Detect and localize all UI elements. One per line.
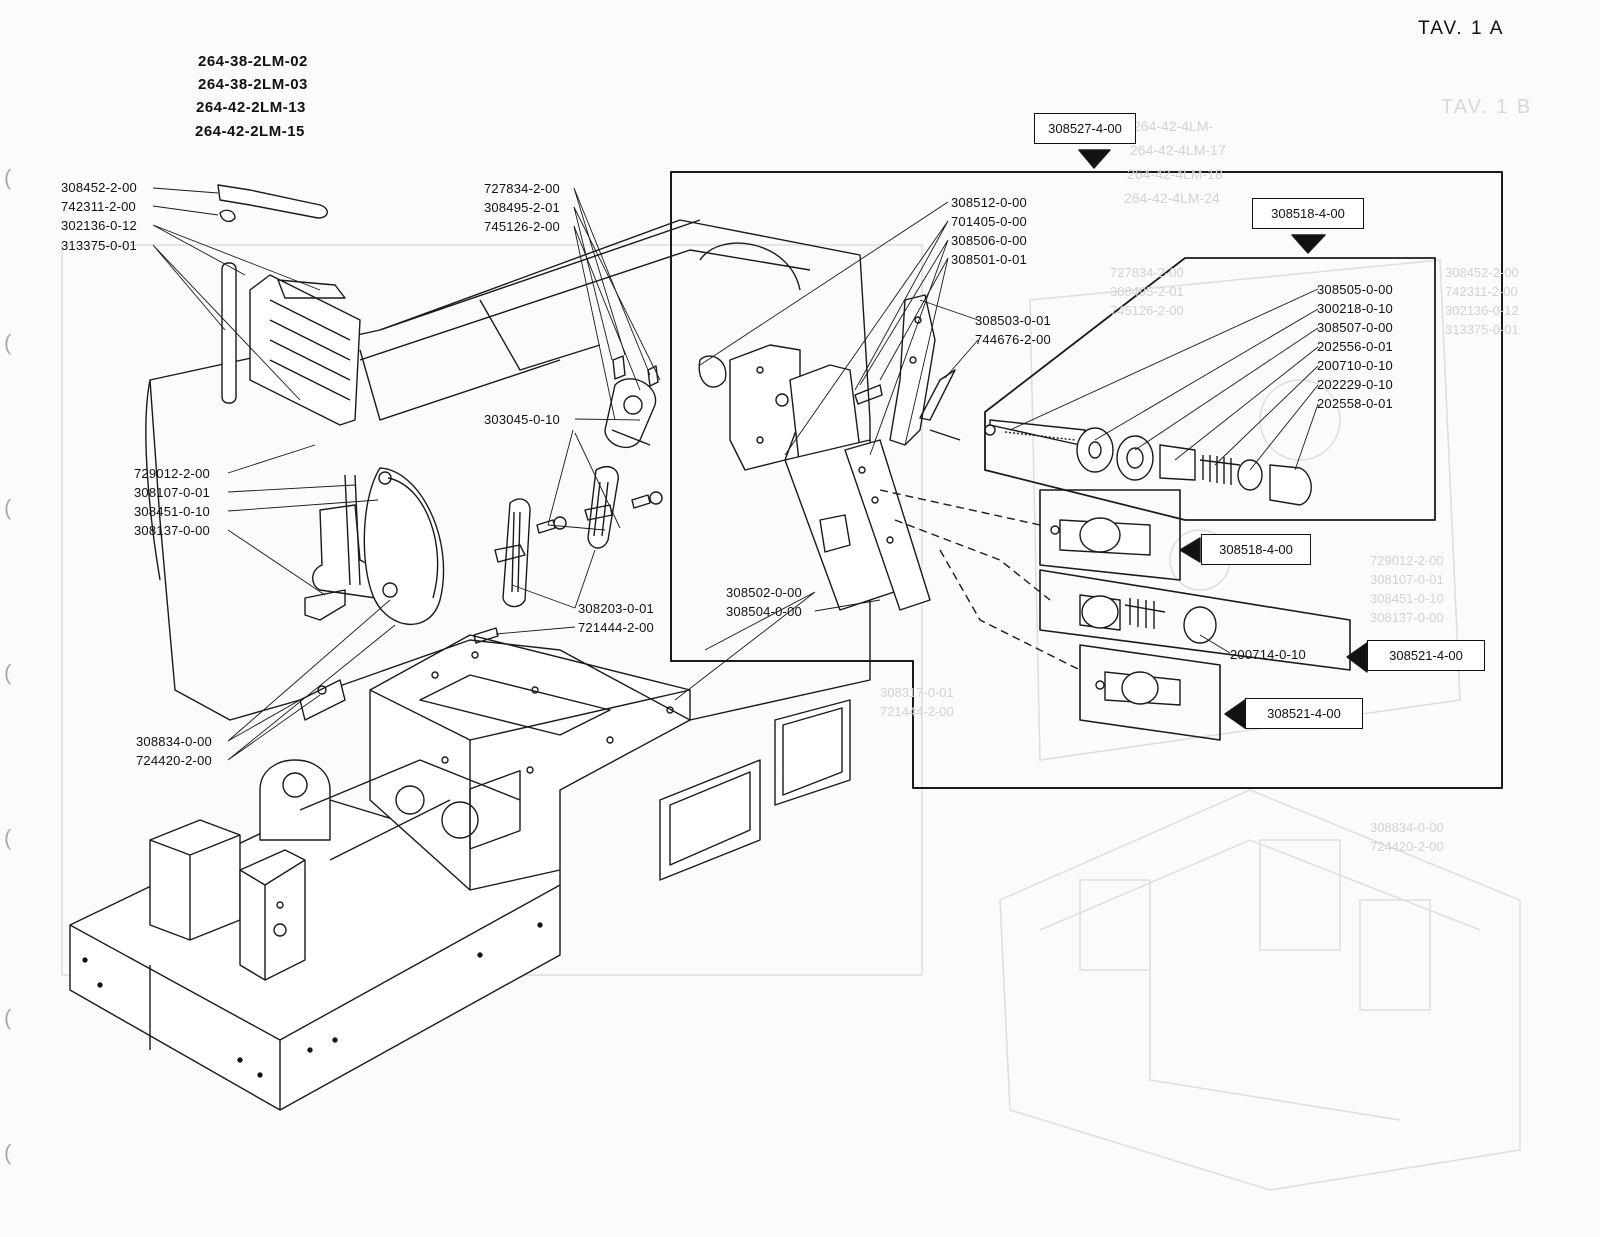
model-number: 264-42-2LM-13 — [196, 99, 306, 116]
ghost-label: 308451-0-10 — [1370, 591, 1444, 606]
ghost-label: 729012-2-00 — [1370, 553, 1444, 568]
ghost-label: 302136-0-12 — [1445, 303, 1519, 318]
assembly-number-box: 308518-4-00 — [1252, 198, 1364, 229]
part-label: 200714-0-10 — [1230, 647, 1306, 662]
ghost-label: 721444-2-00 — [880, 704, 954, 719]
ghost-label: 742311-2-00 — [1445, 284, 1518, 299]
part-label: 308507-0-00 — [1317, 320, 1393, 335]
part-label: 202558-0-01 — [1317, 396, 1393, 411]
assembly-number-box: 308518-4-00 — [1201, 534, 1311, 565]
part-label: 308502-0-00 — [726, 585, 802, 600]
binder-hole-mark: ( — [4, 330, 12, 355]
binder-hole-mark: ( — [4, 495, 12, 520]
assembly-number-box: 308521-4-00 — [1367, 640, 1485, 671]
part-label: 727834-2-00 — [484, 181, 560, 196]
binder-hole-mark: ( — [4, 165, 12, 190]
part-label: 701405-0-00 — [951, 214, 1027, 229]
part-label: 308501-0-01 — [951, 252, 1027, 267]
ghost-label: 308137-0-00 — [1370, 610, 1444, 625]
part-label: 308503-0-01 — [975, 313, 1051, 328]
ghost-label: 313375-0-01 — [1445, 322, 1519, 337]
part-label: 308451-0-10 — [134, 504, 210, 519]
plate-number: TAV. 1 A — [1418, 18, 1505, 39]
part-label: 308137-0-00 — [134, 523, 210, 538]
model-number: 264-38-2LM-02 — [198, 53, 308, 70]
assembly-number-box: 308527-4-00 — [1034, 113, 1136, 144]
part-label: 308506-0-00 — [951, 233, 1027, 248]
part-label: 202229-0-10 — [1317, 377, 1393, 392]
part-label: 308495-2-01 — [484, 200, 560, 215]
ghost-plate-title: TAV. 1 B — [1441, 96, 1533, 118]
model-number: 264-38-2LM-03 — [198, 76, 308, 93]
part-label: 308452-2-00 — [61, 180, 137, 195]
assembly-number-box: 308521-4-00 — [1245, 698, 1363, 729]
part-label: 202556-0-01 — [1317, 339, 1393, 354]
part-label: 308505-0-00 — [1317, 282, 1393, 297]
part-label: 302136-0-12 — [61, 218, 137, 233]
part-label: 308107-0-01 — [134, 485, 210, 500]
part-label: 729012-2-00 — [134, 466, 210, 481]
binder-hole-mark: ( — [4, 1005, 12, 1030]
binder-hole-mark: ( — [4, 825, 12, 850]
ghost-model: 264-42-4LM-17 — [1130, 142, 1226, 158]
part-label: 745126-2-00 — [484, 219, 560, 234]
ghost-label: 308107-0-01 — [1370, 572, 1444, 587]
part-label: 200710-0-10 — [1317, 358, 1393, 373]
part-label: 300218-0-10 — [1317, 301, 1393, 316]
part-label: 308504-0-00 — [726, 604, 802, 619]
part-label: 742311-2-00 — [61, 199, 136, 214]
part-label: 308203-0-01 — [578, 601, 654, 616]
model-number: 264-42-2LM-15 — [195, 123, 305, 140]
ghost-label: 308317-0-01 — [880, 685, 954, 700]
part-label: 744676-2-00 — [975, 332, 1051, 347]
part-label: 303045-0-10 — [484, 412, 560, 427]
ghost-model: 264-42-4LM-18 — [1127, 166, 1223, 182]
ghost-model: 264-42-4LM- — [1133, 118, 1214, 134]
part-label: 313375-0-01 — [61, 238, 137, 253]
binder-hole-mark: ( — [4, 660, 12, 685]
ghost-label: 727834-2-00 — [1110, 265, 1184, 280]
ghost-model: 264-42-4LM-24 — [1124, 190, 1220, 206]
part-label: 308512-0-00 — [951, 195, 1027, 210]
ghost-label: 724420-2-00 — [1370, 839, 1444, 854]
ghost-label: 308495-2-01 — [1110, 284, 1184, 299]
ghost-label: 308452-2-00 — [1445, 265, 1519, 280]
part-label: 721444-2-00 — [578, 620, 654, 635]
binder-hole-mark: ( — [4, 1140, 12, 1165]
ghost-label: 745126-2-00 — [1110, 303, 1184, 318]
part-label: 308834-0-00 — [136, 734, 212, 749]
ghost-label: 308834-0-00 — [1370, 820, 1444, 835]
part-label: 724420-2-00 — [136, 753, 212, 768]
